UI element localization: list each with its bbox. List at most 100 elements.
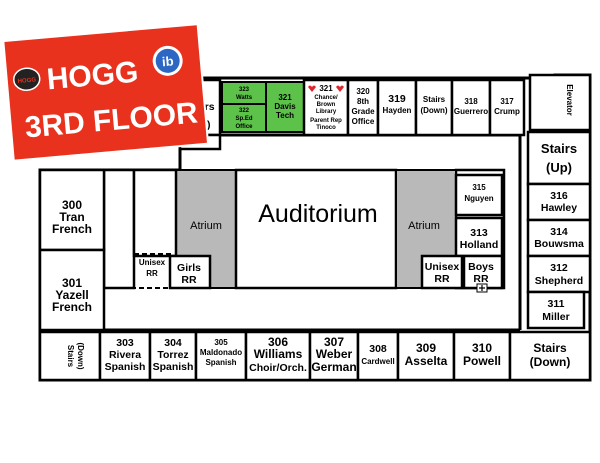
svg-text:Watts: Watts (236, 95, 253, 101)
room-304[interactable]: 304 Torrez Spanish (148, 330, 198, 382)
room-stairs-down-bottom-right[interactable]: Stairs (Down) (508, 330, 592, 382)
svg-text:Office: Office (235, 124, 253, 130)
svg-text:Nguyen: Nguyen (464, 194, 493, 203)
svg-text:Stairs: Stairs (423, 95, 446, 104)
room-stairs-up-right[interactable]: Stairs (Up) (526, 130, 592, 186)
svg-text:Office: Office (352, 117, 375, 126)
svg-text:Holland: Holland (460, 239, 499, 251)
svg-text:ib: ib (161, 53, 174, 69)
svg-text:RR: RR (473, 273, 489, 285)
room-elevator[interactable]: Elevator (528, 73, 592, 132)
svg-text:315: 315 (472, 183, 486, 192)
svg-text:Grade: Grade (351, 107, 375, 116)
room-308[interactable]: 308 Cardwell (356, 330, 400, 382)
svg-text:(Down): (Down) (76, 342, 85, 369)
room-301[interactable]: 301 Yazell French (38, 248, 106, 332)
room-300[interactable]: 300 Tran French (38, 168, 106, 252)
svg-text:HOGG: HOGG (18, 77, 37, 85)
svg-text:French: French (52, 300, 92, 314)
room-girls-rr[interactable]: Girls RR (168, 254, 212, 290)
room-314[interactable]: 314 Bouwsma (526, 218, 592, 258)
svg-text:Spanish: Spanish (105, 361, 146, 373)
room-310[interactable]: 310 Powell (452, 330, 512, 382)
svg-text:Shepherd: Shepherd (535, 275, 583, 287)
heart-icon (308, 85, 316, 92)
svg-text:Spanish: Spanish (153, 361, 194, 373)
left-corridor-wall (102, 168, 136, 290)
svg-text:307: 307 (324, 335, 344, 349)
svg-text:308: 308 (369, 343, 387, 355)
auditorium[interactable]: Auditorium (234, 168, 398, 290)
room-319[interactable]: 319 Hayden (376, 78, 418, 137)
svg-text:Torrez: Torrez (157, 349, 188, 361)
room-316[interactable]: 316 Hawley (526, 182, 592, 222)
svg-text:Spanish: Spanish (205, 358, 236, 367)
svg-text:Powell: Powell (463, 354, 501, 368)
svg-text:323: 323 (239, 87, 250, 93)
svg-text:French: French (52, 222, 92, 236)
svg-text:Asselta: Asselta (405, 354, 448, 368)
svg-text:RR: RR (146, 269, 158, 278)
svg-text:Atrium: Atrium (190, 220, 222, 232)
svg-text:Library: Library (316, 109, 337, 115)
svg-text:Unisex: Unisex (139, 258, 166, 267)
svg-text:Auditorium: Auditorium (258, 200, 378, 228)
room-313[interactable]: 313 Holland (454, 216, 504, 258)
room-321-davis[interactable]: 321 Davis Tech (265, 81, 305, 133)
svg-text:8th: 8th (357, 97, 369, 106)
floor-banner: HOGG HOGG ib 3RD FLOOR (2, 23, 210, 162)
room-303[interactable]: 303 Rivera Spanish (98, 330, 152, 382)
room-321-library[interactable]: 321 Chance/ Brown Library Parent Rep Tin… (302, 78, 350, 137)
room-312[interactable]: 312 Shepherd (526, 254, 592, 294)
svg-text:Hawley: Hawley (541, 202, 577, 214)
room-307[interactable]: 307 Weber German (308, 330, 360, 382)
svg-text:Williams: Williams (254, 347, 303, 361)
svg-text:306: 306 (268, 335, 288, 349)
room-317[interactable]: 317 Crump (488, 78, 526, 137)
room-309[interactable]: 309 Asselta (396, 330, 456, 382)
svg-text:313: 313 (470, 227, 488, 239)
svg-text:Maldonado: Maldonado (200, 348, 242, 357)
room-stairs-down-top[interactable]: Stairs (Down) (414, 78, 454, 137)
heart-icon (336, 85, 344, 92)
svg-text:Atrium: Atrium (408, 220, 440, 232)
svg-text:RR: RR (434, 273, 450, 285)
room-318[interactable]: 318 Guerrero (450, 78, 492, 137)
room-boys-rr[interactable]: Boys RR (462, 254, 504, 290)
room-305[interactable]: 305 Maldonado Spanish (194, 330, 248, 382)
room-stairs-down-bottom-left[interactable]: Stairs (Down) (38, 330, 102, 382)
room-unisex-rr-left[interactable]: Unisex RR (133, 253, 171, 289)
svg-text:301: 301 (62, 276, 82, 290)
svg-text:311: 311 (548, 298, 565, 310)
svg-text:309: 309 (416, 341, 436, 355)
ib-badge: ib (152, 45, 183, 76)
room-320[interactable]: 320 8th Grade Office (346, 78, 380, 137)
svg-text:Cardwell: Cardwell (361, 357, 394, 366)
svg-text:312: 312 (550, 262, 568, 274)
svg-text:Davis: Davis (274, 102, 296, 111)
svg-text:Tinoco: Tinoco (316, 125, 336, 131)
svg-text:Choir/Orch.: Choir/Orch. (249, 362, 307, 374)
svg-text:Tran: Tran (59, 210, 84, 224)
room-322[interactable]: 322 Sp.Ed Office (221, 103, 267, 133)
room-323[interactable]: 323 Watts (221, 81, 267, 105)
svg-text:Unisex: Unisex (425, 261, 460, 273)
svg-text:310: 310 (472, 341, 492, 355)
svg-text:Tech: Tech (276, 111, 294, 120)
svg-text:Stairs: Stairs (66, 345, 75, 368)
room-311[interactable]: 311 Miller (526, 290, 586, 330)
svg-text:Stairs: Stairs (541, 141, 577, 156)
room-315[interactable]: 315 Nguyen (454, 173, 504, 217)
svg-text:Boys: Boys (468, 261, 494, 273)
svg-text:Weber: Weber (316, 347, 353, 361)
accessible-icon (476, 283, 488, 293)
svg-text:303: 303 (116, 337, 134, 349)
svg-text:Hayden: Hayden (383, 106, 412, 115)
svg-text:320: 320 (356, 87, 370, 96)
room-unisex-rr-right[interactable]: Unisex RR (420, 254, 464, 290)
svg-text:German: German (311, 360, 356, 374)
svg-text:(Down): (Down) (530, 355, 571, 369)
svg-text:322: 322 (239, 108, 250, 114)
svg-text:318: 318 (464, 97, 478, 106)
room-306[interactable]: 306 Williams Choir/Orch. (244, 330, 312, 382)
